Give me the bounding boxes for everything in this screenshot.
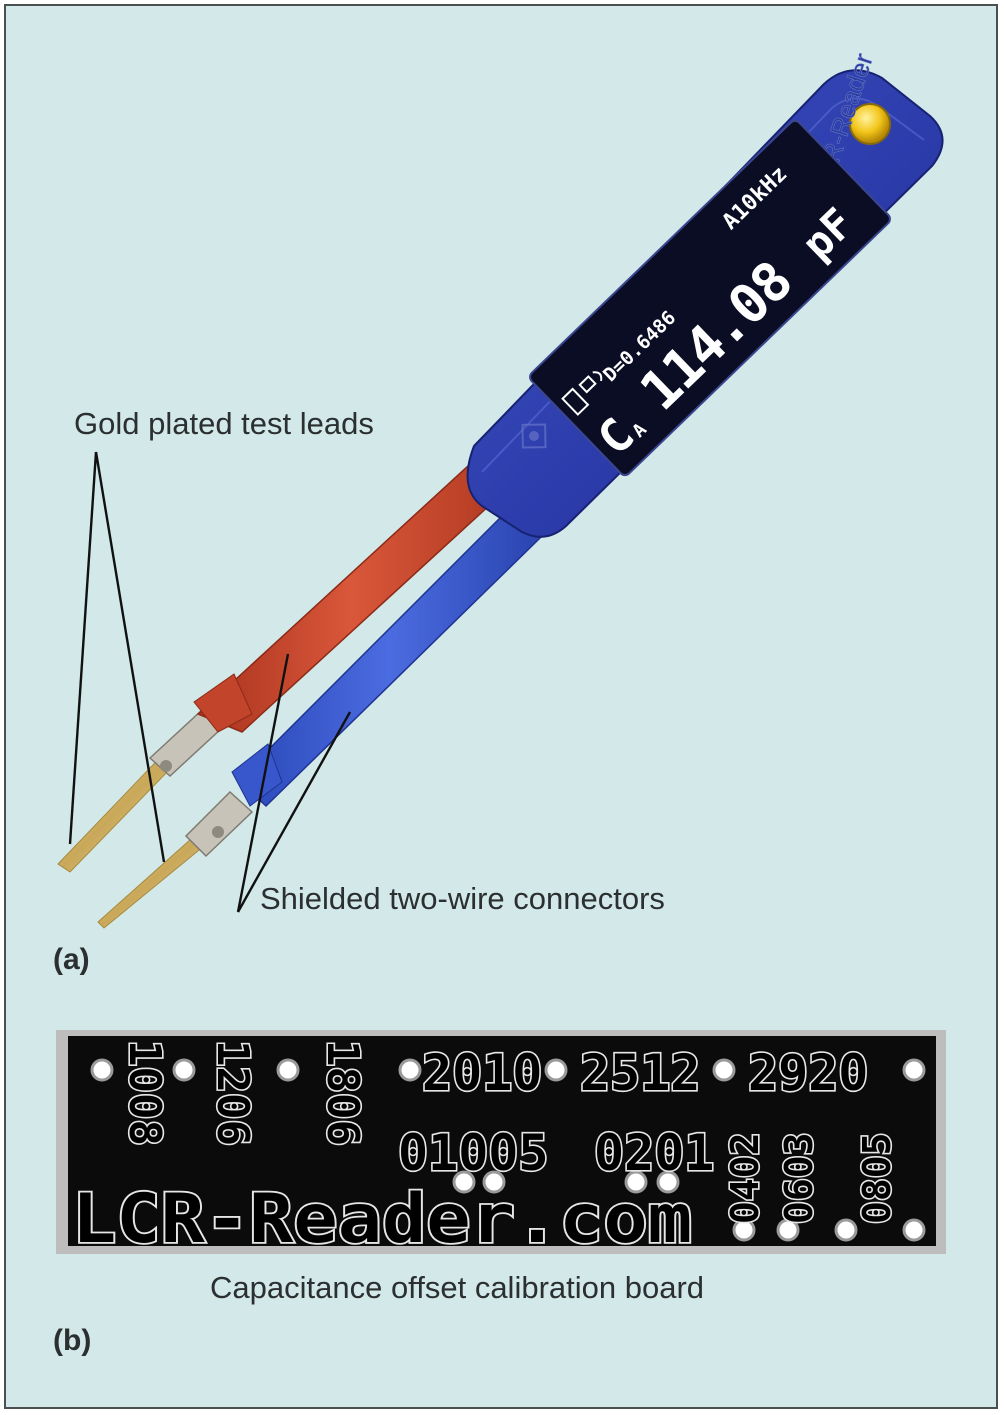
board-label-0805: 0805: [855, 1132, 899, 1224]
label-gold-plated-test-leads: Gold plated test leads: [74, 406, 374, 441]
oled-display: A10kHz D=0.6486 C A 114.08 pF: [529, 119, 891, 477]
board-label-0201: 0201: [594, 1124, 714, 1182]
board-url: LCR-Reader.com: [72, 1180, 692, 1259]
board-label-1008: 1008: [119, 1040, 170, 1146]
board-label-01005: 01005: [398, 1124, 549, 1182]
logo-emblem: [521, 423, 547, 449]
board-label-2010: 2010: [422, 1044, 542, 1102]
led-indicator: [849, 103, 891, 145]
figure-artwork: LCR-Reader A10kHz D=0.6486 C A 114.08 pF: [56, 49, 946, 1261]
panel-label-b: (b): [53, 1324, 92, 1357]
board-label-2920: 2920: [748, 1044, 868, 1102]
label-shielded-connectors: Shielded two-wire connectors: [260, 881, 665, 916]
display-status-icons: [561, 371, 603, 416]
board-label-0603: 0603: [777, 1132, 821, 1224]
board-label-2512: 2512: [580, 1044, 700, 1102]
figure-panel: LCR-Reader A10kHz D=0.6486 C A 114.08 pF: [4, 4, 998, 1409]
callout-lines-leads: [68, 451, 166, 863]
board-label-1206: 1206: [207, 1040, 258, 1146]
blue-test-lead: [231, 513, 542, 808]
label-calibration-board: Capacitance offset calibration board: [210, 1270, 705, 1305]
board-holes: [90, 1058, 926, 1242]
calibration-board: 2010 2512 2920 1008 1206 1806 01005 0201…: [56, 1030, 946, 1261]
gold-test-lead-tips: [57, 708, 254, 929]
callout-lines-connectors: [236, 653, 352, 913]
board-label-0402: 0402: [723, 1132, 767, 1224]
board-label-1806: 1806: [317, 1040, 368, 1146]
panel-label-a: (a): [53, 943, 90, 976]
red-test-lead: [193, 465, 506, 733]
